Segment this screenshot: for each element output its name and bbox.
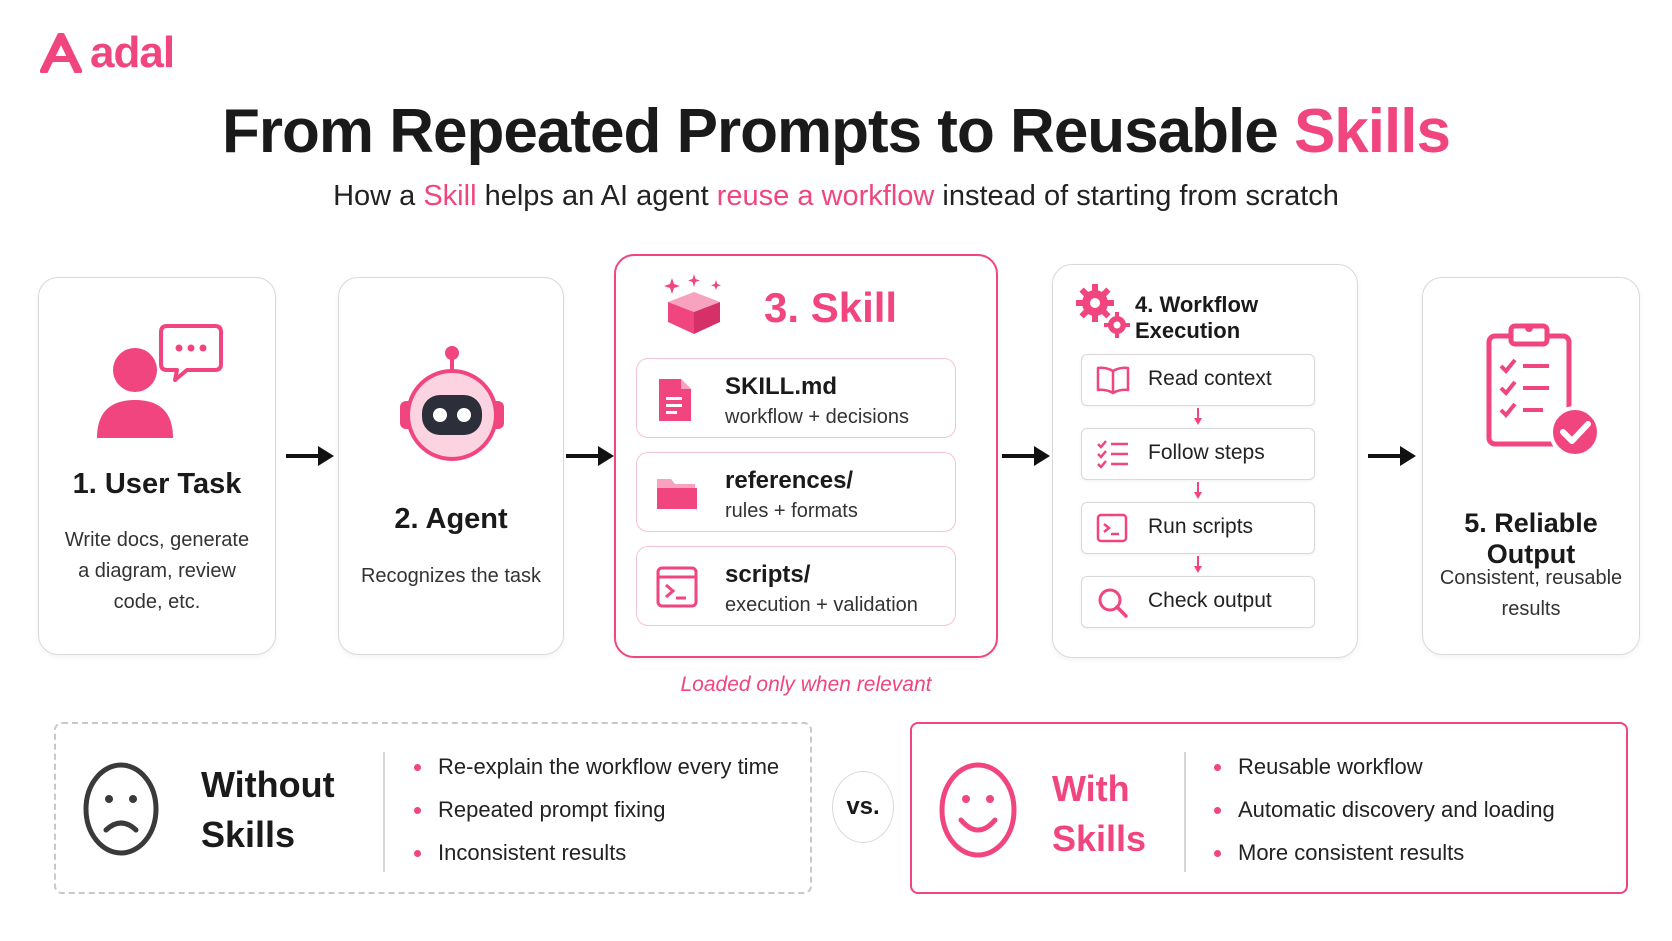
divider xyxy=(1184,752,1186,872)
logo-text: adal xyxy=(90,28,175,77)
bullet-list: Reusable workflow Automatic discovery an… xyxy=(1214,752,1555,881)
skill-item-skillmd: SKILL.md workflow + decisions xyxy=(636,358,956,438)
subtitle-accent: reuse a workflow xyxy=(716,180,935,212)
sparkle-box-icon xyxy=(664,274,721,334)
step-title: 1. User Task xyxy=(72,468,242,500)
comparison-title-line: With xyxy=(1052,768,1130,809)
page-title: From Repeated Prompts to Reusable Skills xyxy=(0,96,1672,167)
vs-badge: vs. xyxy=(832,771,894,843)
skill-item-desc: rules + formats xyxy=(725,500,858,522)
list-item: More consistent results xyxy=(1214,838,1555,881)
step-title: 5. Reliable Output xyxy=(1464,508,1598,569)
workflow-step-check-output: Check output xyxy=(1081,576,1315,628)
arrow-right-icon xyxy=(1368,446,1416,466)
step-card-agent: 2. Agent Recognizes the task xyxy=(338,277,564,655)
logo-icon xyxy=(40,33,82,73)
skill-item-scripts: scripts/ execution + validation xyxy=(636,546,956,626)
subtitle-part: helps an AI agent xyxy=(476,180,717,212)
robot-icon xyxy=(400,346,504,461)
magnifier-icon xyxy=(1098,588,1128,618)
title-main: From Repeated Prompts to Reusable xyxy=(222,97,1294,166)
title-accent: Skills xyxy=(1293,97,1451,166)
workflow-step-label: Read context xyxy=(1148,367,1272,390)
step-title: 4. Workflow Execution xyxy=(1135,292,1259,343)
gears-icon xyxy=(1076,284,1130,338)
subtitle-accent: Skill xyxy=(423,180,477,212)
skill-note: Loaded only when relevant xyxy=(680,673,932,696)
arrow-down-icon xyxy=(1194,556,1202,573)
arrow-right-icon xyxy=(1002,446,1050,466)
step-desc: Write docs, generate a diagram, review c… xyxy=(64,529,250,613)
clipboard-check-icon xyxy=(1486,323,1601,458)
step-card-workflow: 4. Workflow Execution Read context Follo… xyxy=(1052,264,1358,658)
comparison-with-skills: With Skills Reusable workflow Automatic … xyxy=(910,722,1628,894)
step-title: 3. Skill xyxy=(764,284,898,331)
skill-item-references: references/ rules + formats xyxy=(636,452,956,532)
step-card-skill: 3. Skill SKILL.md workflow + decisions r… xyxy=(614,254,998,658)
list-item: Inconsistent results xyxy=(414,838,779,881)
user-speech-icon xyxy=(97,324,223,438)
step-card-reliable-output: 5. Reliable Output Consistent, reusable … xyxy=(1422,277,1640,655)
document-icon xyxy=(659,379,691,421)
bullet-list: Re-explain the workflow every time Repea… xyxy=(414,752,779,881)
terminal-icon xyxy=(1096,513,1128,543)
comparison-title: Without Skills xyxy=(201,760,335,860)
skill-item-name: SKILL.md xyxy=(725,373,837,400)
workflow-step-label: Check output xyxy=(1148,589,1272,612)
step-desc: Consistent, reusable results xyxy=(1439,567,1623,620)
arrow-down-icon xyxy=(1194,408,1202,425)
workflow-step-follow-steps: Follow steps xyxy=(1081,428,1315,480)
comparison-title-line: Without xyxy=(201,764,335,805)
step-title: 2. Agent xyxy=(394,503,508,535)
workflow-step-run-scripts: Run scripts xyxy=(1081,502,1315,554)
skill-item-desc: execution + validation xyxy=(725,594,918,616)
workflow-step-label: Follow steps xyxy=(1148,441,1265,464)
step-card-user-task: 1. User Task Write docs, generate a diag… xyxy=(38,277,276,655)
step-desc: Recognizes the task xyxy=(360,565,542,587)
comparison-title-line: Skills xyxy=(201,814,296,855)
list-item: Repeated prompt fixing xyxy=(414,795,779,838)
folder-icon xyxy=(657,479,697,509)
divider xyxy=(383,752,385,872)
arrow-right-icon xyxy=(286,446,334,466)
comparison-title-line: Skills xyxy=(1052,818,1147,859)
arrow-right-icon xyxy=(566,446,614,466)
terminal-icon xyxy=(656,566,698,608)
arrow-down-icon xyxy=(1194,482,1202,499)
list-item: Reusable workflow xyxy=(1214,752,1555,795)
comparison-without-skills: Without Skills Re-explain the workflow e… xyxy=(54,722,812,894)
subtitle-part: instead of starting from scratch xyxy=(934,180,1339,212)
skill-item-name: references/ xyxy=(725,467,854,494)
subtitle-part: How a xyxy=(333,180,424,212)
workflow-step-read-context: Read context xyxy=(1081,354,1315,406)
book-icon xyxy=(1096,366,1130,395)
brand-logo: adal xyxy=(40,28,175,78)
workflow-step-label: Run scripts xyxy=(1148,515,1254,538)
page-subtitle: How a Skill helps an AI agent reuse a wo… xyxy=(0,180,1672,213)
list-item: Re-explain the workflow every time xyxy=(414,752,779,795)
happy-face-icon xyxy=(939,762,1017,858)
checklist-icon xyxy=(1097,440,1128,469)
sad-face-icon xyxy=(83,762,159,856)
list-item: Automatic discovery and loading xyxy=(1214,795,1555,838)
skill-item-desc: workflow + decisions xyxy=(725,406,909,428)
comparison-title: With Skills xyxy=(1052,764,1146,864)
skill-item-name: scripts/ xyxy=(725,561,811,588)
